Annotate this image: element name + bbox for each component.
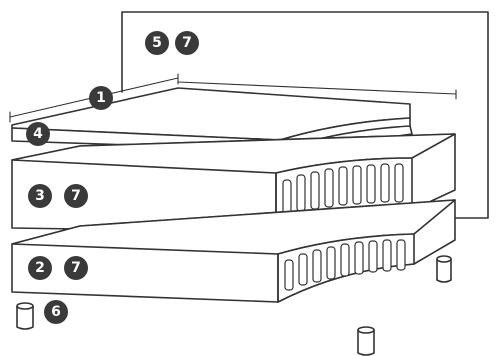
base-springs [284,239,406,291]
badge-mattress-a: 3 [28,184,52,208]
svg-text:3: 3 [35,188,45,204]
svg-text:1: 1 [96,90,106,106]
svg-text:7: 7 [71,188,81,204]
headboard [121,11,489,219]
badge-base-b: 7 [64,256,88,280]
badge-mattress-b: 7 [64,184,88,208]
svg-text:6: 6 [51,304,61,320]
svg-text:4: 4 [33,126,43,142]
svg-text:2: 2 [35,260,45,276]
svg-text:7: 7 [71,260,81,276]
badge-comfort-layer: 4 [26,122,50,146]
base [11,199,456,303]
mattress-springs [282,163,404,215]
mattress [11,133,456,233]
badge-headboard-a: 5 [145,31,169,55]
svg-text:5: 5 [152,35,162,51]
badge-topper: 1 [89,86,113,110]
foot-center [357,326,375,356]
badge-headboard-b: 7 [175,31,199,55]
badge-base-a: 2 [28,256,52,280]
svg-text:7: 7 [182,35,192,51]
foot-left [16,302,34,330]
foot-right [436,255,452,283]
badge-foot: 6 [44,300,68,324]
